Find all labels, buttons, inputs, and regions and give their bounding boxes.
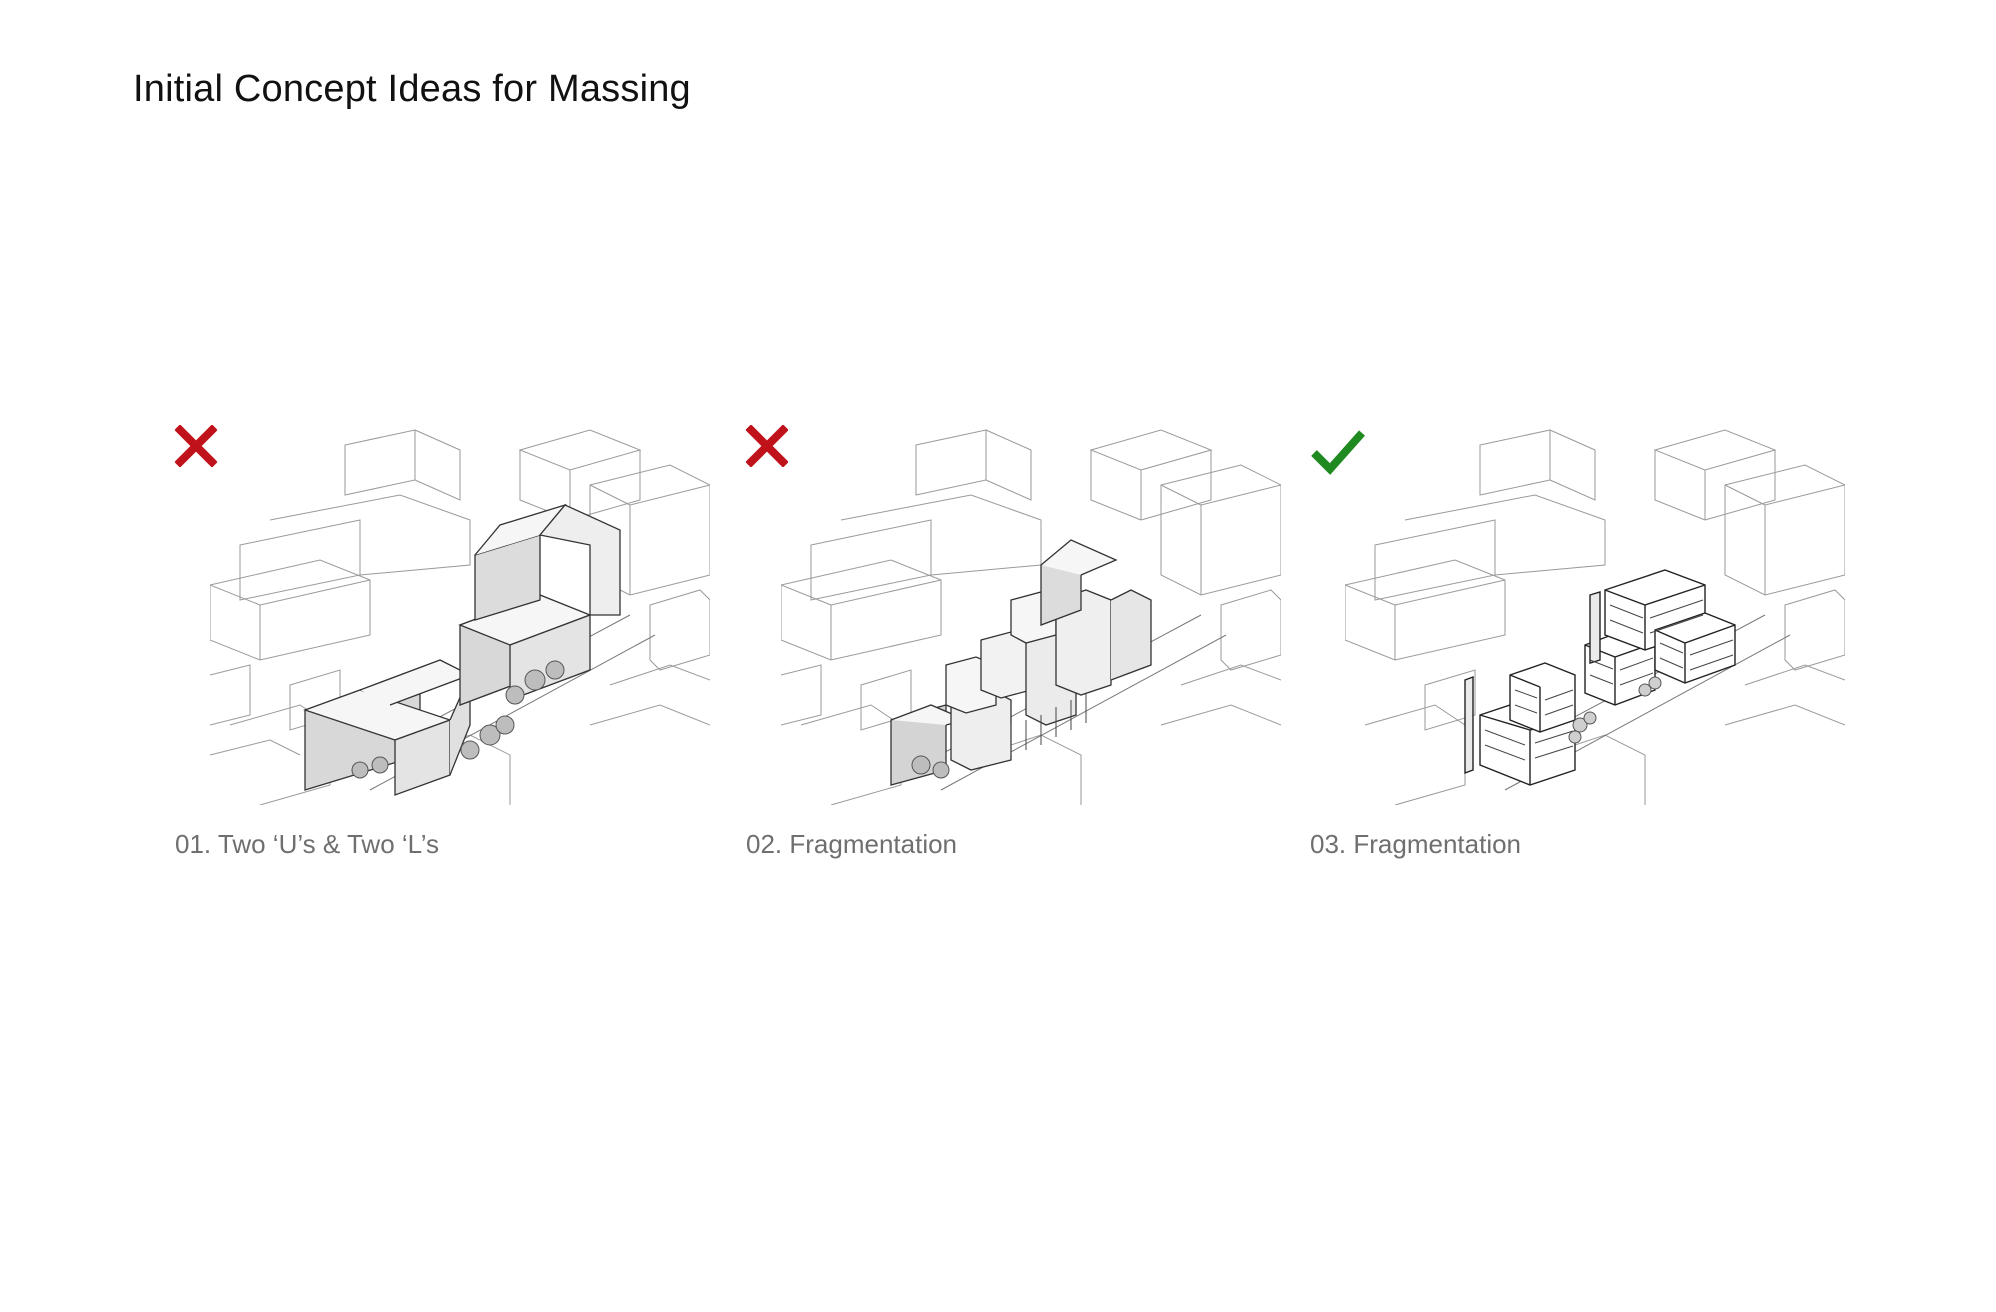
cross-icon bbox=[175, 425, 217, 467]
check-icon bbox=[1311, 430, 1365, 475]
option-caption: 03. Fragmentation bbox=[1310, 829, 1522, 859]
massing-sketch-1 bbox=[210, 429, 710, 805]
massing-option-2: 02. Fragmentation bbox=[746, 425, 1281, 885]
massing-sketch-3 bbox=[1345, 429, 1845, 805]
massing-option-3: 03. Fragmentation bbox=[1310, 425, 1845, 885]
cross-icon bbox=[746, 425, 788, 467]
page-title: Initial Concept Ideas for Massing bbox=[133, 68, 691, 110]
massing-option-1: 01. Two ‘U’s & Two ‘L’s bbox=[175, 425, 710, 885]
option-caption: 02. Fragmentation bbox=[746, 829, 958, 859]
option-caption: 01. Two ‘U’s & Two ‘L’s bbox=[175, 829, 439, 859]
massing-sketch-2 bbox=[781, 429, 1281, 805]
